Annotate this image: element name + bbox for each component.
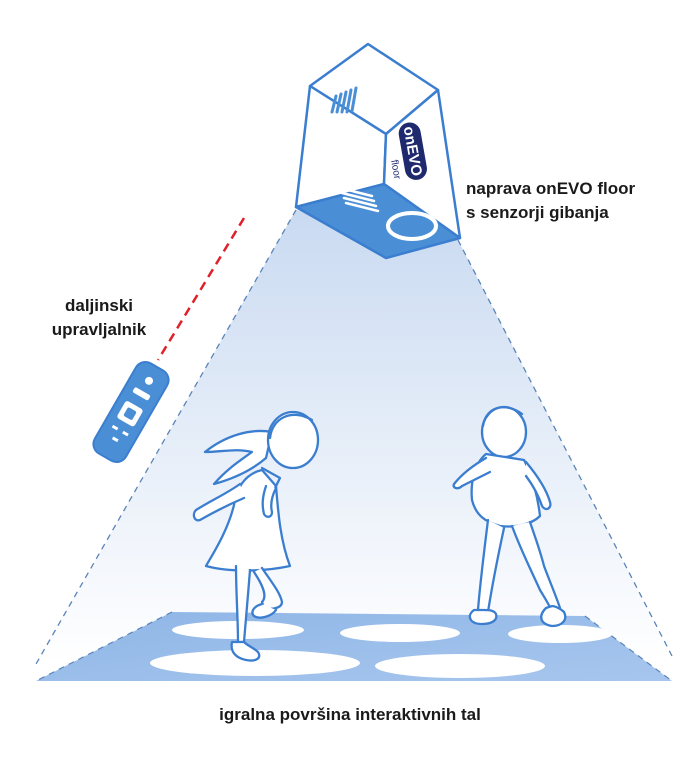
floor-edge-right	[584, 615, 673, 682]
girl-figure-icon	[192, 410, 320, 662]
device-label-line2: s senzorji gibanja	[466, 203, 609, 222]
floor-edge-left	[35, 611, 173, 682]
surface-label: igralna površina interaktivnih tal	[0, 703, 700, 727]
onevo-logo: onEVO floor	[388, 122, 427, 181]
remote-label: daljinski upravljalnik	[14, 294, 184, 342]
remote-signal-line	[156, 217, 246, 361]
surface-label-text: igralna površina interaktivnih tal	[219, 705, 481, 724]
remote-control-icon	[92, 360, 170, 464]
remote-label-line1: daljinski	[64, 296, 134, 315]
floor-spot	[508, 625, 612, 643]
logo-sub-text: floor	[388, 159, 402, 181]
beam-edge-right	[457, 239, 673, 657]
remote-label-line2: upravljalnik	[51, 320, 147, 339]
floor-spot	[150, 650, 360, 676]
boy-figure-icon	[452, 405, 567, 628]
device-label: naprava onEVO floor s senzorji gibanja	[466, 177, 635, 225]
floor-spot	[375, 654, 545, 678]
device-label-line1: naprava onEVO floor	[466, 179, 636, 198]
projection-beam	[36, 210, 672, 664]
floor-spot	[340, 624, 460, 642]
